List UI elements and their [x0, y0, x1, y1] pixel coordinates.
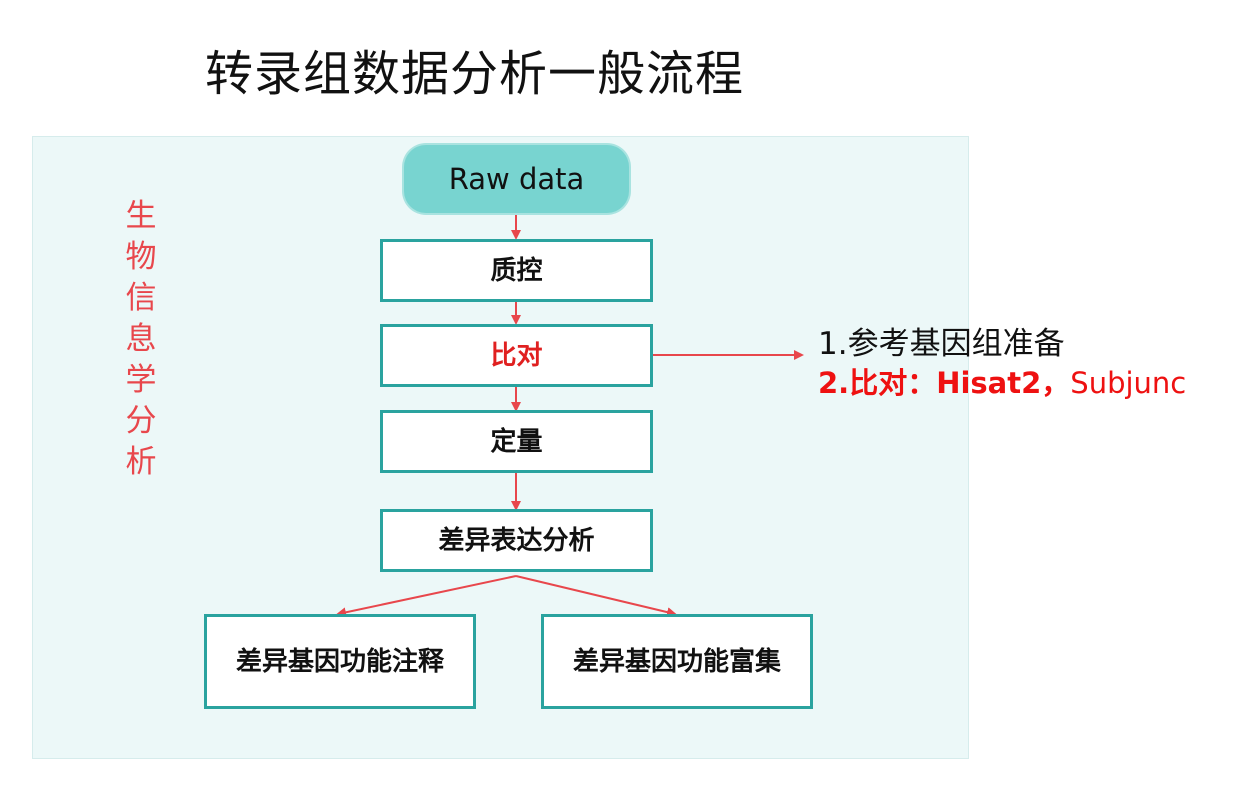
node-annotation-label: 差异基因功能注释 — [235, 646, 444, 677]
node-alignment: 比对 — [380, 324, 653, 387]
node-quantification: 定量 — [380, 410, 653, 473]
side-label: 生物信息学分析 — [125, 198, 157, 480]
note-alignment-tools-bold: 2.比对：Hisat2， — [818, 366, 1071, 400]
node-qc-label: 质控 — [490, 255, 543, 286]
note-reference-genome: 1.参考基因组准备 — [818, 326, 1065, 362]
node-enrichment: 差异基因功能富集 — [541, 614, 813, 709]
note-alignment-tools-rest: Subjunc — [1070, 366, 1187, 400]
note-alignment-tools: 2.比对：Hisat2，Subjunc — [818, 360, 1186, 402]
node-qc: 质控 — [380, 239, 653, 302]
page-title: 转录组数据分析一般流程 — [205, 46, 745, 102]
node-diff-expression: 差异表达分析 — [380, 509, 653, 572]
node-annotation: 差异基因功能注释 — [204, 614, 476, 709]
node-quantification-label: 定量 — [490, 426, 543, 457]
node-alignment-label: 比对 — [490, 340, 543, 371]
node-raw-data: Raw data — [404, 145, 629, 213]
node-diff-expression-label: 差异表达分析 — [438, 525, 595, 556]
node-raw-data-label: Raw data — [448, 162, 585, 196]
node-enrichment-label: 差异基因功能富集 — [572, 646, 781, 677]
